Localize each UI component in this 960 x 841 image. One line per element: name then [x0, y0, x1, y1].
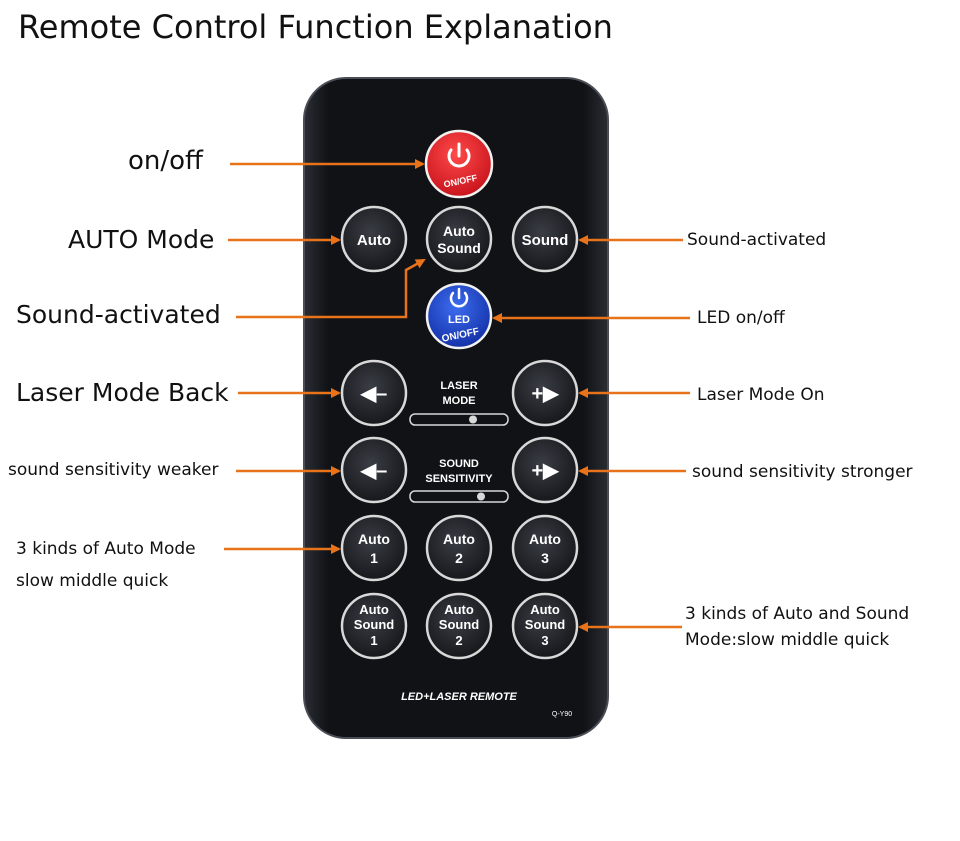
laser-plus-glyph: +▶	[531, 383, 560, 405]
auto-2-button[interactable]: Auto 2	[425, 514, 493, 582]
label-sensitivity-weaker: sound sensitivity weaker	[8, 460, 219, 480]
arrow-sound-activated-left	[236, 258, 426, 319]
label-auto-kinds-1: 3 kinds of Auto Mode	[16, 539, 196, 559]
auto-sound-3-line2: Sound	[525, 617, 565, 632]
auto-sound-2-line1: Auto	[444, 602, 474, 617]
auto-button[interactable]: Auto	[340, 205, 408, 273]
sensitivity-plus-glyph: +▶	[531, 460, 560, 482]
auto-sound-line2: Sound	[437, 240, 481, 256]
laser-minus-button[interactable]: ◀–	[340, 359, 408, 427]
auto-sound-3-line1: Auto	[530, 602, 560, 617]
label-laser-mode-back: Laser Mode Back	[16, 378, 229, 407]
laser-mode-line1: LASER	[440, 380, 477, 392]
auto-sound-2-line3: 2	[455, 633, 462, 648]
label-sound-activated-right: Sound-activated	[687, 230, 827, 250]
label-autosound-kinds-2: Mode:slow middle quick	[685, 630, 890, 650]
remote-model-label: Q-Y90	[552, 711, 572, 718]
label-onoff: on/off	[128, 146, 203, 176]
sensitivity-minus-button[interactable]: ◀–	[340, 436, 408, 504]
laser-plus-button[interactable]: +▶	[511, 359, 579, 427]
auto-sound-1-line1: Auto	[359, 602, 389, 617]
led-power-icon	[449, 287, 469, 308]
auto-3-line1: Auto	[529, 531, 561, 547]
auto-sound-3-line3: 3	[541, 633, 548, 648]
led-line1: LED	[448, 314, 470, 326]
callout-arrows	[224, 159, 690, 632]
sensitivity-minus-glyph: ◀–	[360, 460, 388, 482]
auto-2-line2: 2	[455, 550, 463, 566]
label-auto-kinds-2: slow middle quick	[16, 571, 169, 591]
auto-sound-1-button[interactable]: Auto Sound 1	[340, 592, 408, 660]
auto-1-button[interactable]: Auto 1	[340, 514, 408, 582]
auto-sound-button[interactable]: Auto Sound	[425, 205, 493, 273]
power-button[interactable]: ON/OFF	[424, 129, 494, 199]
auto-sound-2-line2: Sound	[439, 617, 479, 632]
auto-sound-line1: Auto	[443, 223, 475, 239]
auto-sound-1-line3: 1	[370, 633, 377, 648]
label-auto-mode: AUTO Mode	[68, 225, 215, 254]
laser-minus-glyph: ◀–	[360, 383, 388, 405]
remote-footer-label: LED+LASER REMOTE	[401, 691, 517, 703]
led-button[interactable]: LED ON/OFF	[425, 282, 493, 350]
auto-label: Auto	[357, 232, 391, 249]
label-sensitivity-stronger: sound sensitivity stronger	[692, 462, 913, 482]
auto-sound-3-button[interactable]: Auto Sound 3	[511, 592, 579, 660]
sensitivity-indicator	[409, 490, 509, 503]
sensitivity-line2: SENSITIVITY	[425, 473, 493, 485]
laser-mode-line2: MODE	[443, 395, 476, 407]
auto-3-line2: 3	[541, 550, 549, 566]
label-autosound-kinds-1: 3 kinds of Auto and Sound	[685, 604, 910, 624]
auto-1-line1: Auto	[358, 531, 390, 547]
label-sound-activated-left: Sound-activated	[16, 300, 221, 329]
label-led-onoff: LED on/off	[697, 308, 785, 328]
sound-label: Sound	[522, 232, 569, 249]
power-icon	[447, 142, 471, 168]
laser-mode-indicator	[409, 413, 509, 426]
auto-3-button[interactable]: Auto 3	[511, 514, 579, 582]
auto-1-line2: 1	[370, 550, 378, 566]
page-title: Remote Control Function Explanation	[18, 8, 613, 46]
sound-button[interactable]: Sound	[511, 205, 579, 273]
sensitivity-plus-button[interactable]: +▶	[511, 436, 579, 504]
auto-2-line1: Auto	[443, 531, 475, 547]
auto-sound-2-button[interactable]: Auto Sound 2	[425, 592, 493, 660]
auto-sound-1-line2: Sound	[354, 617, 394, 632]
label-laser-mode-on: Laser Mode On	[697, 385, 825, 405]
sensitivity-line1: SOUND	[439, 458, 479, 470]
